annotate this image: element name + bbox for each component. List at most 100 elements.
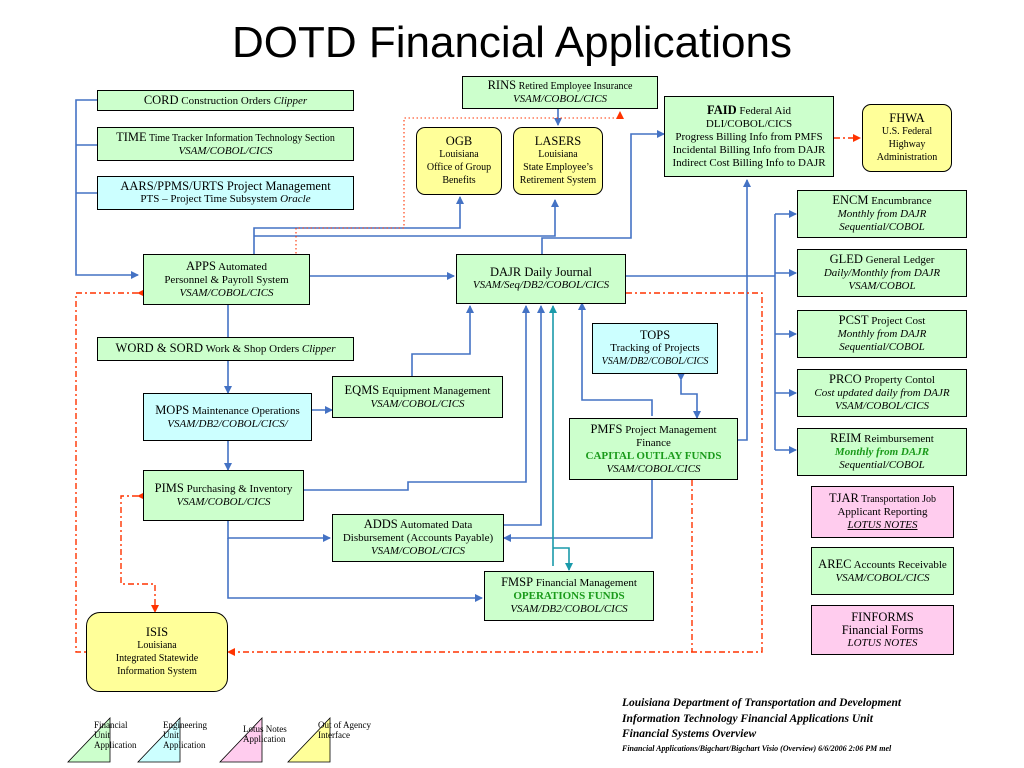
lasers-box[interactable]: LASERS Louisiana State Employee’s Retire… bbox=[513, 127, 603, 195]
arec-label: AREC bbox=[818, 556, 852, 571]
fmsp-desc: Financial Management bbox=[533, 577, 637, 589]
dajr-box[interactable]: DAJR Daily Journal VSAM/Seq/DB2/COBOL/CI… bbox=[456, 254, 626, 304]
apps-label: APPS bbox=[186, 258, 216, 273]
time-desc: Time Tracker Information Technology Sect… bbox=[146, 132, 335, 144]
apps-box[interactable]: APPS Automated Personnel & Payroll Syste… bbox=[143, 254, 310, 305]
legend-shapes bbox=[67, 717, 331, 763]
aars-box[interactable]: AARS/PPMS/URTS Project Management PTS – … bbox=[97, 176, 354, 210]
fmsp-platform: VSAM/DB2/COBOL/CICS bbox=[510, 603, 628, 615]
ogb-line2: Louisiana bbox=[439, 149, 479, 160]
tjar-line2: Applicant Reporting bbox=[837, 506, 928, 518]
apps-line2: Personnel & Payroll System bbox=[164, 273, 289, 286]
arec-box[interactable]: AREC Accounts Receivable VSAM/COBOL/CICS bbox=[811, 547, 954, 595]
pcst-desc: Project Cost bbox=[868, 315, 926, 327]
legend-financial-swatch bbox=[67, 717, 111, 763]
tops-line2: Tracking of Projects bbox=[610, 342, 700, 354]
tops-label: TOPS bbox=[639, 328, 671, 342]
legend-financial-l2: Unit bbox=[94, 730, 111, 740]
finforms-line3: LOTUS NOTES bbox=[847, 636, 918, 649]
pcst-line3: Sequential/COBOL bbox=[839, 341, 925, 353]
dajr-line2: VSAM/Seq/DB2/COBOL/CICS bbox=[472, 279, 610, 291]
line-eqms-dajr bbox=[408, 305, 474, 383]
cord-label: CORD bbox=[143, 92, 179, 107]
faid-label: FAID bbox=[706, 102, 737, 117]
mops-box[interactable]: MOPS Maintenance Operations VSAM/DB2/COB… bbox=[143, 393, 312, 441]
rins-desc: Retired Employee Insurance bbox=[516, 81, 633, 92]
line-pmfs-adds bbox=[503, 480, 653, 542]
faid-box[interactable]: FAID Federal Aid DLI/COBOL/CICS Progress… bbox=[664, 96, 834, 177]
finforms-box[interactable]: FINFORMS Financial Forms LOTUS NOTES bbox=[811, 605, 954, 655]
time-label: TIME bbox=[116, 129, 147, 144]
footer-line1: Louisiana Department of Transportation a… bbox=[622, 697, 902, 709]
pmfs-desc: Project Management bbox=[622, 423, 717, 436]
legend-engineering: Engineering Unit Application bbox=[163, 720, 207, 750]
fhwa-line2: U.S. Federal bbox=[881, 126, 933, 137]
word-desc: Work & Shop Orders bbox=[203, 343, 302, 355]
legend-engineering-swatch bbox=[137, 717, 181, 763]
rins-platform: VSAM/COBOL/CICS bbox=[512, 93, 608, 105]
line-pmfs-faid bbox=[738, 179, 751, 441]
reim-line2: Monthly from DAJR bbox=[834, 446, 930, 458]
finforms-label: FINFORMS bbox=[851, 609, 914, 624]
pts-label: PTS – Project Time Subsystem bbox=[140, 193, 281, 205]
pmfs-platform: VSAM/COBOL/CICS bbox=[606, 462, 701, 475]
reim-desc: Reimbursement bbox=[861, 433, 934, 445]
adds-box[interactable]: ADDS Automated Data Disbursement (Accoun… bbox=[332, 514, 504, 562]
fmsp-box[interactable]: FMSP Financial Management OPERATIONS FUN… bbox=[484, 571, 654, 621]
word-box[interactable]: WORD & SORD Work & Shop Orders Clipper bbox=[97, 337, 354, 361]
encm-line2: Monthly from DAJR bbox=[837, 208, 927, 220]
pcst-line2: Monthly from DAJR bbox=[837, 328, 927, 340]
legend-financial-l1: Financial bbox=[94, 720, 128, 730]
mops-label: MOPS bbox=[155, 402, 190, 417]
fmsp-label: FMSP bbox=[501, 575, 534, 589]
prco-box[interactable]: PRCO Property Contol Cost updated daily … bbox=[797, 369, 967, 417]
faid-line5: Indirect Cost Billing Info to DAJR bbox=[672, 156, 826, 169]
legend-agency-l2: Interface bbox=[318, 730, 350, 740]
pmfs-line2: Finance bbox=[636, 436, 671, 449]
time-platform: VSAM/COBOL/CICS bbox=[178, 144, 273, 157]
rins-box[interactable]: RINS Retired Employee Insurance VSAM/COB… bbox=[462, 76, 658, 109]
legend-agency: Out of Agency Interface bbox=[318, 720, 371, 740]
gled-line2: Daily/Monthly from DAJR bbox=[823, 267, 941, 279]
tops-box[interactable]: TOPS Tracking of Projects VSAM/DB2/COBOL… bbox=[592, 323, 718, 374]
mops-desc: Maintenance Operations bbox=[189, 404, 300, 417]
tjar-box[interactable]: TJAR Transportation Job Applicant Report… bbox=[811, 486, 954, 538]
legend-lotus-swatch bbox=[219, 717, 263, 763]
legend-financial: Financial Unit Application bbox=[94, 720, 137, 750]
gled-box[interactable]: GLED General Ledger Daily/Monthly from D… bbox=[797, 249, 967, 297]
arec-desc: Accounts Receivable bbox=[851, 558, 947, 571]
ogb-label: OGB bbox=[445, 134, 473, 148]
aars-label: AARS/PPMS/URTS Project Management bbox=[120, 179, 331, 193]
time-box[interactable]: TIME Time Tracker Information Technology… bbox=[97, 127, 354, 161]
isis-box[interactable]: ISIS Louisiana Integrated Statewide Info… bbox=[86, 612, 228, 692]
pmfs-box[interactable]: PMFS Project Management Finance CAPITAL … bbox=[569, 418, 738, 480]
cord-box[interactable]: CORD Construction Orders Clipper bbox=[97, 90, 354, 111]
finforms-line2: Financial Forms bbox=[841, 622, 924, 637]
eqms-line2: VSAM/COBOL/CICS bbox=[370, 397, 465, 410]
line-pmfs-dajr bbox=[578, 302, 653, 416]
tjar-desc: Transportation Job bbox=[858, 494, 937, 505]
pims-line2: VSAM/COBOL/CICS bbox=[176, 496, 271, 508]
pims-box[interactable]: PIMS Purchasing & Inventory VSAM/COBOL/C… bbox=[143, 470, 304, 521]
line-apps-isis bbox=[75, 289, 145, 653]
adds-desc: Automated Data bbox=[397, 519, 473, 531]
eqms-desc: Equipment Management bbox=[379, 384, 491, 397]
faid-platform: DLI/COBOL/CICS bbox=[705, 117, 793, 130]
pmfs-funds: CAPITAL OUTLAY FUNDS bbox=[585, 449, 722, 462]
reim-box[interactable]: REIM Reimbursement Monthly from DAJR Seq… bbox=[797, 428, 967, 476]
encm-box[interactable]: ENCM Encumbrance Monthly from DAJR Seque… bbox=[797, 190, 967, 238]
line-tops-pmfs bbox=[677, 373, 701, 419]
cord-desc: Construction Orders bbox=[178, 94, 274, 107]
fhwa-label: FHWA bbox=[889, 111, 925, 125]
page-title: DOTD Financial Applications bbox=[231, 18, 792, 67]
eqms-box[interactable]: EQMS Equipment Management VSAM/COBOL/CIC… bbox=[332, 376, 503, 418]
ogb-box[interactable]: OGB Louisiana Office of Group Benefits bbox=[416, 127, 502, 195]
fhwa-line3: Highway bbox=[888, 139, 926, 150]
pcst-box[interactable]: PCST Project Cost Monthly from DAJR Sequ… bbox=[797, 310, 967, 358]
footer-line4: Financial Applications/Bigchart/Bigchart… bbox=[622, 743, 892, 753]
gled-label: GLED bbox=[829, 252, 863, 266]
fmsp-funds: OPERATIONS FUNDS bbox=[513, 590, 625, 602]
fhwa-box[interactable]: FHWA U.S. Federal Highway Administration bbox=[862, 104, 952, 172]
legend-engineering-l1: Engineering bbox=[163, 720, 207, 730]
eqms-label: EQMS bbox=[344, 382, 380, 397]
